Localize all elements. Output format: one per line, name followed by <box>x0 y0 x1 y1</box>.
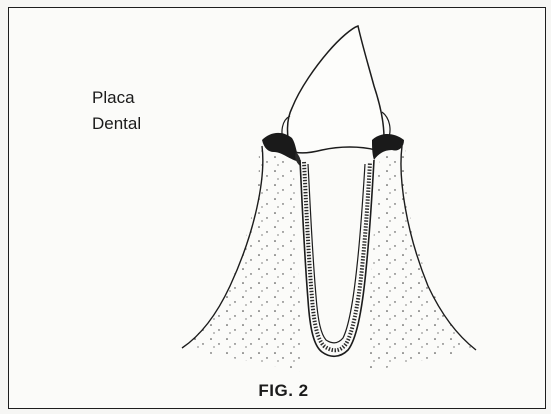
tooth-root-lining <box>304 162 370 350</box>
tooth-crown <box>288 26 385 153</box>
figure-caption-text: FIG. 2 <box>258 381 308 400</box>
gum-tissue-right <box>364 148 476 372</box>
gum-tissue-left <box>182 148 304 372</box>
figure-caption: FIG. 2 <box>0 381 551 401</box>
tooth-root-inner <box>308 164 365 343</box>
